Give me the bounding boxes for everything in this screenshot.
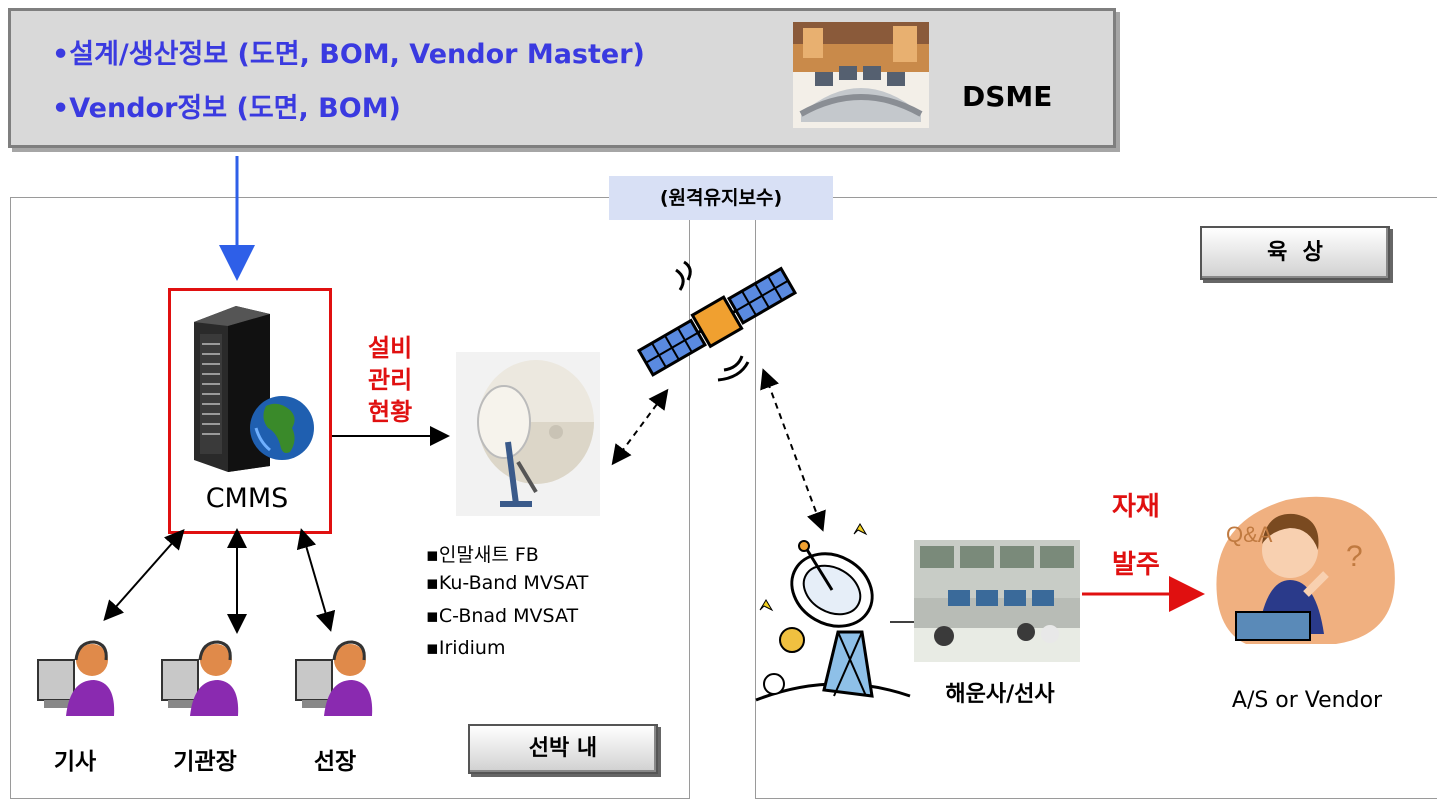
- chief-engineer-label: 기관장: [173, 749, 237, 775]
- control-room-image: [793, 22, 929, 128]
- material-order-line: 자재: [1112, 492, 1160, 522]
- material-order-line: 발주: [1112, 550, 1160, 580]
- person-icon: [36, 630, 116, 716]
- material-order-label: 자재 발주: [1112, 478, 1160, 594]
- server-icon: [186, 300, 316, 475]
- satellite-antenna-image: [456, 352, 600, 516]
- vendor-label: A/S or Vendor: [1231, 688, 1383, 713]
- remote-maintenance-label: (원격유지보수): [609, 176, 833, 220]
- equipment-status-line: 관리: [368, 366, 413, 394]
- vendor-info-line: •Vendor정보 (도면, BOM): [52, 93, 401, 124]
- design-info-box: [8, 8, 1116, 148]
- operations-room-image: [914, 540, 1080, 662]
- service-item: ▪Iridium: [426, 637, 506, 659]
- land-label: 육 상: [1200, 226, 1390, 280]
- service-item: ▪Ku-Band MVSAT: [426, 572, 589, 594]
- vendor-operator-image: Q&A ?: [1206, 484, 1400, 656]
- shipping-company-label: 해운사/선사: [945, 682, 1055, 707]
- ground-station-icon: [754, 520, 914, 716]
- service-item: ▪인말새트 FB: [426, 544, 539, 566]
- person-icon: [294, 630, 374, 716]
- captain-label: 선장: [313, 749, 357, 775]
- equipment-status-label: 설비 관리 현황: [368, 332, 412, 428]
- svg-text:Q&A: Q&A: [1226, 522, 1273, 547]
- design-info-line: •설계/생산정보 (도면, BOM, Vendor Master): [52, 39, 645, 70]
- equipment-status-line: 현황: [368, 398, 413, 426]
- engineer-label: 기사: [53, 749, 97, 775]
- satellite-icon: [628, 250, 804, 390]
- cmms-label: CMMS: [205, 483, 289, 514]
- dsme-label: DSME: [962, 80, 1053, 113]
- ship-label: 선박 내: [468, 724, 658, 774]
- person-icon: [160, 630, 240, 716]
- equipment-status-line: 설비: [368, 334, 413, 362]
- svg-text:?: ?: [1346, 540, 1363, 573]
- service-item: ▪C-Bnad MVSAT: [426, 605, 579, 627]
